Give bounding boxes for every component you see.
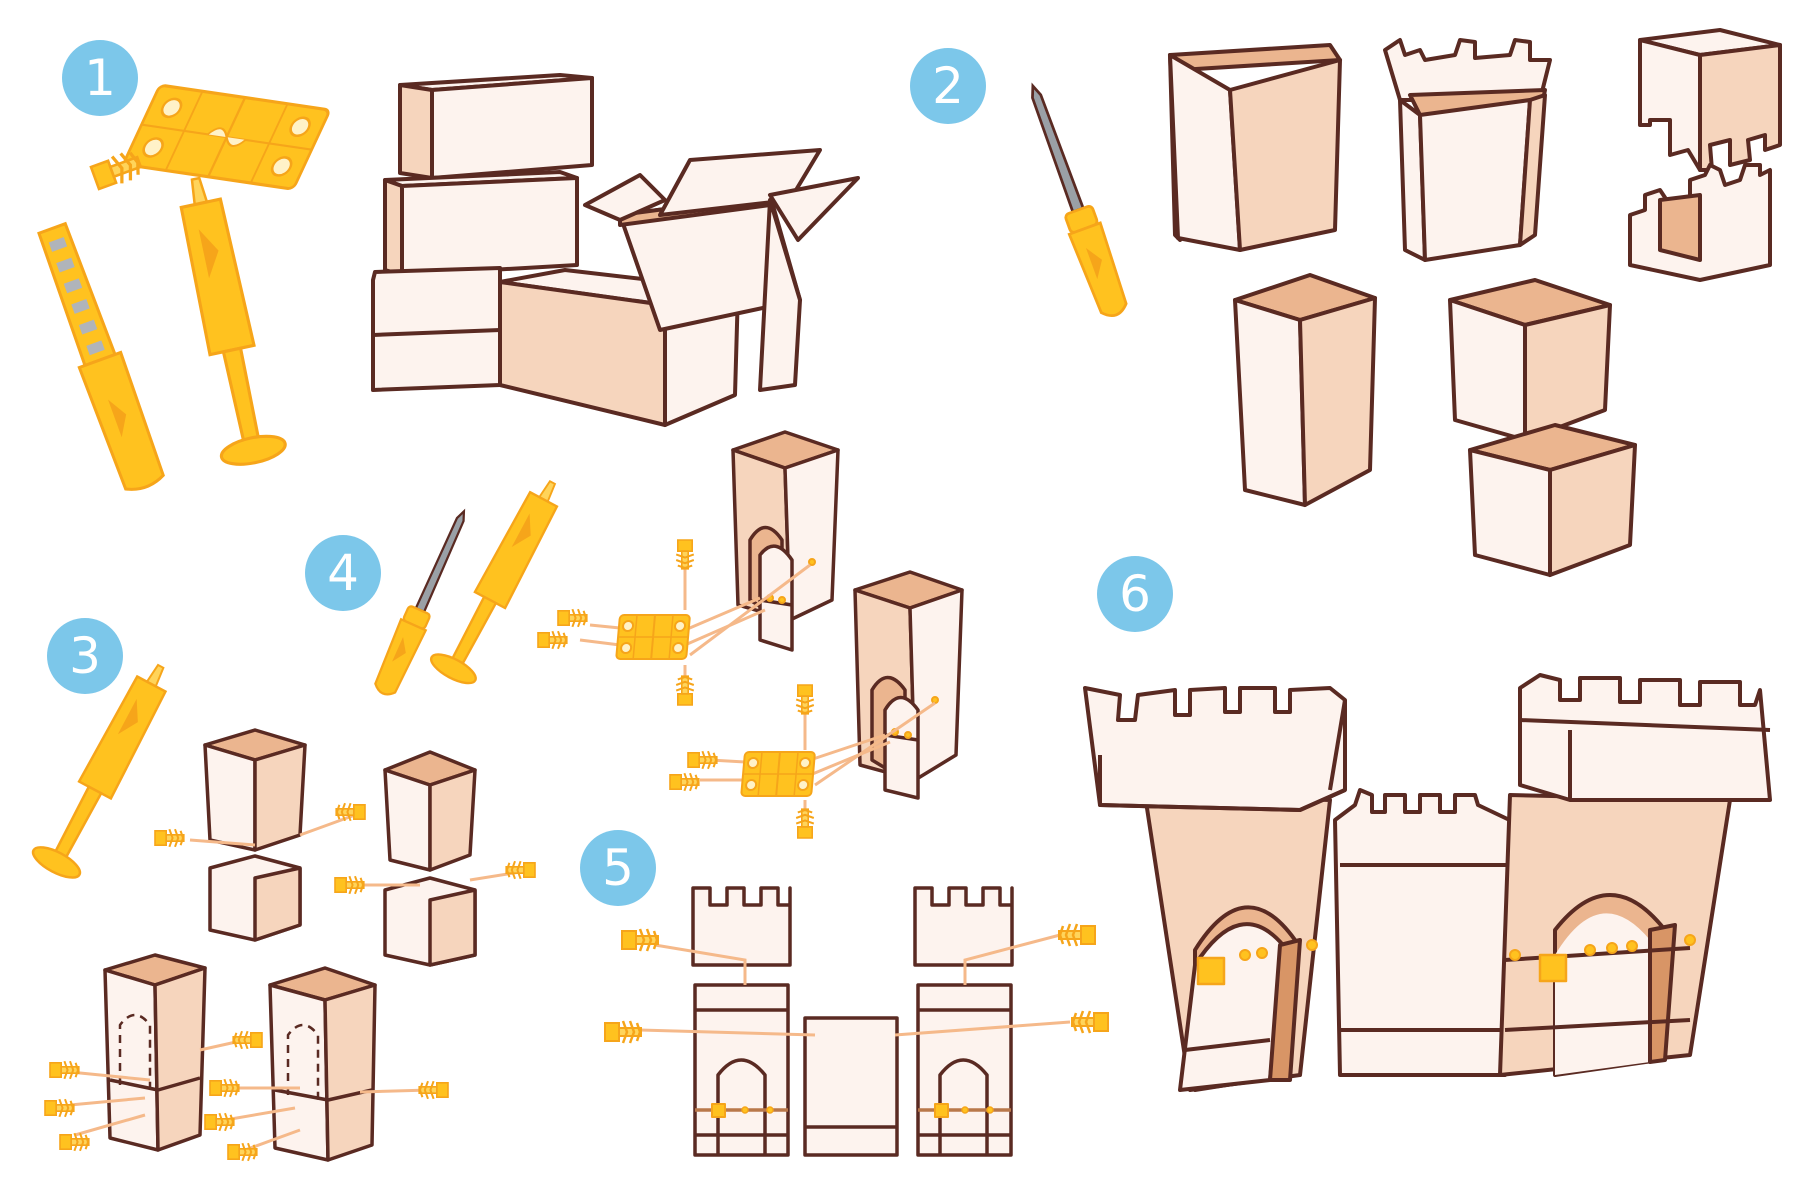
step-badge-1: 1: [62, 40, 138, 116]
insertion-tool-icon: [425, 469, 576, 690]
plug-connector-icon: [333, 875, 365, 895]
step-badge-3: 3: [47, 618, 123, 694]
insertion-tool-icon: [37, 221, 165, 491]
plug-connector-icon: [43, 1098, 75, 1118]
step-number: 6: [1119, 565, 1151, 623]
insertion-tool-icon: [162, 170, 290, 471]
insertion-tool-icon: [27, 652, 185, 885]
plug-connector-icon: [505, 860, 537, 880]
step-number: 4: [327, 544, 359, 602]
plug-connector-icon: [603, 1019, 643, 1045]
plug-connector-icon: [335, 802, 367, 822]
step-number: 2: [932, 57, 964, 115]
step-number: 3: [69, 627, 101, 685]
step-2-boxes: [1168, 28, 1782, 577]
plug-connector-icon: [208, 1078, 240, 1098]
plug-connector-icon: [536, 630, 568, 650]
step-number: 5: [602, 839, 634, 897]
plug-connector-icon: [620, 927, 660, 953]
step-number: 1: [84, 49, 116, 107]
step-4-hinge-plates: [536, 538, 936, 840]
step-3-plugs-and-guides: [43, 802, 537, 1162]
step-badge-4: 4: [305, 535, 381, 611]
plug-connector-icon: [48, 1060, 80, 1080]
step-3-stacking: [103, 728, 477, 1162]
step-5-front-elevation: [691, 886, 1014, 1157]
plug-connector-icon: [1070, 1009, 1110, 1035]
step-1-cardboard-boxes: [371, 73, 860, 427]
step-badge-5: 5: [580, 830, 656, 906]
castle-icon: [1083, 673, 1772, 1092]
plug-connector-icon: [668, 772, 700, 792]
plug-connector-icon: [1057, 922, 1097, 948]
plug-connector-icon: [153, 828, 185, 848]
step-1-tools: [37, 84, 330, 491]
connector-plate-icon: [123, 84, 330, 190]
step-4-door-towers: [731, 430, 964, 800]
connector-plate-icon: [615, 613, 692, 661]
plug-connector-icon: [58, 1132, 90, 1152]
step-5-plugs-and-guides: [603, 922, 1110, 1045]
step-badge-2: 2: [910, 48, 986, 124]
plug-connector-icon: [675, 675, 695, 707]
plug-connector-icon: [418, 1080, 450, 1100]
plug-connector-icon: [203, 1112, 235, 1132]
plug-connector-icon: [675, 538, 695, 570]
plug-connector-icon: [795, 683, 815, 715]
plug-connector-icon: [232, 1030, 264, 1050]
step-badge-6: 6: [1097, 556, 1173, 632]
connector-plate-icon: [740, 750, 817, 798]
plug-connector-icon: [795, 808, 815, 840]
plug-connector-icon: [686, 750, 718, 770]
screwdriver-icon: [1015, 78, 1134, 322]
plug-connector-icon: [556, 608, 588, 628]
